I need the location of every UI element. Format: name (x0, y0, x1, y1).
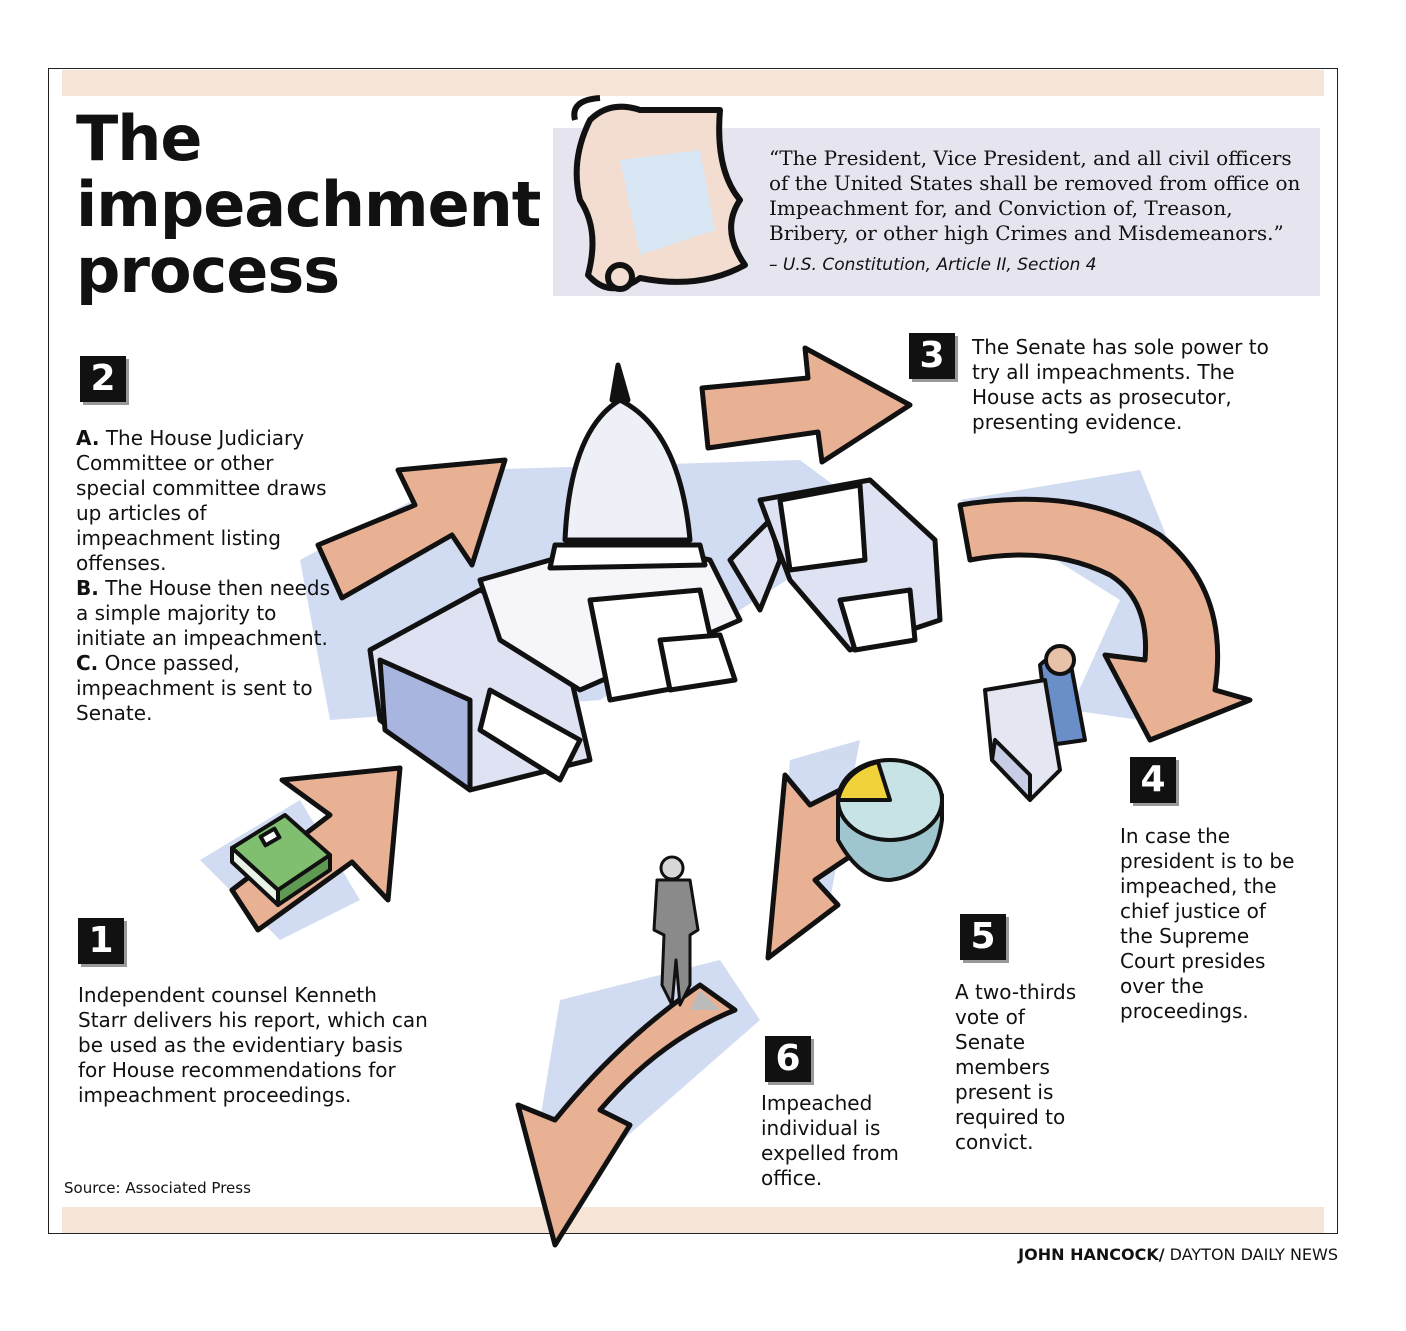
quote-citation: – U.S. Constitution, Article II, Section… (769, 255, 1097, 275)
step-2c-text: Once passed, impeachment is sent to Sena… (76, 651, 313, 725)
byline-author: JOHN HANCOCK/ (1018, 1245, 1165, 1264)
step-1-text: Independent counsel Kenneth Starr delive… (78, 983, 428, 1107)
capitol-building-icon (367, 362, 943, 793)
step-6-text: Impeached individual is expelled from of… (761, 1091, 899, 1190)
scroll-icon (571, 95, 748, 292)
title-line: process (76, 234, 340, 307)
source-note: Source: Associated Press (64, 1179, 251, 1197)
vote-pie-icon (836, 758, 944, 882)
step-2-text: A. The House Judiciary Committee or othe… (76, 426, 341, 726)
title-line: The (76, 102, 202, 175)
report-book-icon (230, 813, 332, 907)
byline-outlet: DAYTON DAILY NEWS (1169, 1245, 1338, 1264)
page-title: The impeachment process (76, 102, 541, 307)
step-4-number: 4 (1130, 757, 1176, 803)
step-6-number: 6 (765, 1036, 811, 1082)
top-band (62, 70, 1324, 96)
step-4-text: In case the president is to be impeached… (1120, 824, 1295, 1023)
step-1-number: 1 (78, 918, 124, 964)
title-line: impeachment (76, 168, 541, 241)
process-arrow-icon (957, 496, 1253, 743)
impeached-official-icon (652, 855, 720, 1010)
process-arrow-icon (699, 345, 913, 465)
step-5-text: A two-thirds vote of Senate members pres… (955, 980, 1077, 1154)
step-2-number: 2 (80, 356, 126, 402)
step-2b-label: B. (76, 576, 99, 600)
step-3-number: 3 (909, 333, 955, 379)
step-2a-text: The House Judiciary Committee or other s… (76, 426, 327, 575)
step-2b-text: The House then needs a simple majority t… (76, 576, 331, 650)
byline: JOHN HANCOCK/ DAYTON DAILY NEWS (1018, 1245, 1338, 1264)
process-arrow-icon (515, 982, 738, 1248)
judge-at-podium-icon (983, 644, 1087, 802)
step-2a-label: A. (76, 426, 100, 450)
bottom-band (62, 1207, 1324, 1233)
step-5-number: 5 (960, 914, 1006, 960)
step-2c-label: C. (76, 651, 99, 675)
constitution-quote: “The President, Vice President, and all … (769, 146, 1301, 245)
step-3-text: The Senate has sole power to try all imp… (972, 335, 1269, 434)
process-arrow-icon (315, 457, 508, 601)
